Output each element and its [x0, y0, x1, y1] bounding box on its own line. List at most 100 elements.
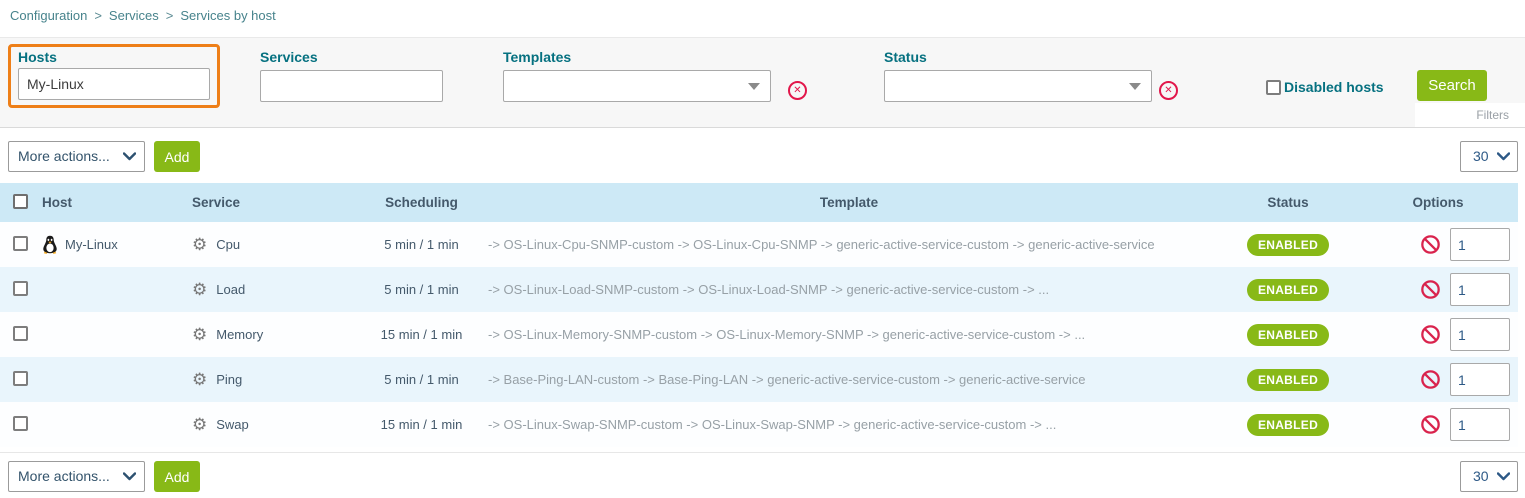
options-cell	[1358, 273, 1518, 306]
hosts-label: Hosts	[18, 49, 57, 65]
scheduling-value: 15 min / 1 min	[380, 417, 463, 432]
templates-filter-group: Templates	[503, 49, 771, 102]
services-input[interactable]	[260, 70, 443, 102]
disabled-hosts-label[interactable]: Disabled hosts	[1284, 79, 1384, 95]
service-name[interactable]: Ping	[216, 372, 243, 387]
header-template[interactable]: Template	[819, 195, 879, 210]
options-count-input[interactable]	[1450, 363, 1510, 396]
header-host[interactable]: Host	[42, 195, 72, 210]
status-label: Status	[884, 49, 927, 65]
disabled-hosts-checkbox[interactable]	[1266, 79, 1281, 95]
breadcrumb-services-by-host: Services by host	[180, 8, 276, 23]
header-scheduling[interactable]: Scheduling	[385, 195, 458, 210]
search-button[interactable]: Search	[1417, 70, 1487, 101]
filters-tab-label: Filters	[1415, 103, 1525, 127]
header-service[interactable]: Service	[192, 195, 241, 210]
services-table: Host Service Scheduling Template Status …	[0, 183, 1518, 447]
service-cell: ⚙ Swap	[188, 416, 363, 433]
chevron-down-icon	[123, 472, 136, 481]
options-count-input[interactable]	[1450, 408, 1510, 441]
select-all-checkbox[interactable]	[13, 193, 28, 209]
bottom-toolbar: More actions... Add 30	[0, 452, 1525, 498]
template-chain: -> OS-Linux-Load-SNMP-custom -> OS-Linux…	[488, 282, 1050, 297]
table-row: ⚙ Load 5 min / 1 min -> OS-Linux-Load-SN…	[0, 267, 1518, 312]
status-badge: ENABLED	[1246, 368, 1330, 391]
page-size-select[interactable]: 30	[1460, 461, 1518, 492]
more-actions-select[interactable]: More actions...	[8, 141, 145, 172]
breadcrumb-separator: >	[94, 8, 102, 23]
templates-label: Templates	[503, 49, 572, 65]
table-row: ⚙ Ping 5 min / 1 min -> Base-Ping-LAN-cu…	[0, 357, 1518, 402]
dropdown-arrow-icon	[1129, 83, 1141, 90]
row-checkbox[interactable]	[13, 370, 28, 386]
table-row: My-Linux ⚙ Cpu 5 min / 1 min -> OS-Linux…	[0, 222, 1518, 267]
linux-penguin-icon	[43, 235, 57, 254]
row-checkbox[interactable]	[13, 235, 28, 251]
status-select[interactable]	[884, 70, 1152, 102]
services-label: Services	[260, 49, 318, 65]
template-chain: -> OS-Linux-Memory-SNMP-custom -> OS-Lin…	[488, 327, 1086, 342]
page-size-select[interactable]: 30	[1460, 141, 1518, 172]
table-row: ⚙ Memory 15 min / 1 min -> OS-Linux-Memo…	[0, 312, 1518, 357]
row-checkbox[interactable]	[13, 415, 28, 431]
gear-icon[interactable]: ⚙	[192, 325, 208, 344]
row-checkbox[interactable]	[13, 325, 28, 341]
breadcrumb-services[interactable]: Services	[108, 8, 159, 23]
host-name[interactable]: My-Linux	[65, 237, 118, 252]
status-badge: ENABLED	[1246, 278, 1330, 301]
gear-icon[interactable]: ⚙	[192, 370, 208, 389]
dropdown-arrow-icon	[748, 83, 760, 90]
templates-clear-icon[interactable]: ✕	[788, 81, 807, 100]
add-button[interactable]: Add	[154, 461, 200, 492]
no-entry-icon[interactable]	[1421, 325, 1440, 344]
breadcrumb-separator: >	[165, 8, 174, 23]
more-actions-label: More actions...	[18, 148, 110, 164]
status-cell: ENABLED	[1218, 233, 1358, 256]
chevron-down-icon	[123, 152, 136, 161]
status-badge: ENABLED	[1246, 323, 1330, 346]
page-size-value: 30	[1473, 468, 1489, 484]
hosts-filter-group: Hosts	[8, 44, 220, 108]
service-name[interactable]: Swap	[216, 417, 249, 432]
status-cell: ENABLED	[1218, 368, 1358, 391]
service-name[interactable]: Cpu	[216, 237, 241, 252]
templates-select[interactable]	[503, 70, 771, 102]
no-entry-icon[interactable]	[1421, 415, 1440, 434]
chevron-down-icon	[1497, 472, 1510, 481]
hosts-input[interactable]	[18, 68, 210, 100]
options-cell	[1358, 228, 1518, 261]
gear-icon[interactable]: ⚙	[192, 235, 208, 254]
service-cell: ⚙ Load	[188, 281, 363, 298]
row-checkbox[interactable]	[13, 280, 28, 296]
service-cell: ⚙ Ping	[188, 371, 363, 388]
header-status[interactable]: Status	[1267, 195, 1309, 210]
options-count-input[interactable]	[1450, 228, 1510, 261]
status-badge: ENABLED	[1246, 233, 1330, 256]
add-button[interactable]: Add	[154, 141, 200, 172]
top-toolbar: More actions... Add 30	[0, 133, 1525, 179]
table-header-row: Host Service Scheduling Template Status …	[0, 183, 1518, 222]
template-chain: -> OS-Linux-Cpu-SNMP-custom -> OS-Linux-…	[488, 237, 1155, 252]
no-entry-icon[interactable]	[1421, 280, 1440, 299]
service-name[interactable]: Memory	[216, 327, 264, 342]
chevron-down-icon	[1497, 152, 1510, 161]
options-cell	[1358, 408, 1518, 441]
template-chain: -> OS-Linux-Swap-SNMP-custom -> OS-Linux…	[488, 417, 1057, 432]
more-actions-select[interactable]: More actions...	[8, 461, 145, 492]
options-count-input[interactable]	[1450, 273, 1510, 306]
no-entry-icon[interactable]	[1421, 235, 1440, 254]
options-count-input[interactable]	[1450, 318, 1510, 351]
breadcrumb: Configuration > Services > Services by host	[0, 0, 1525, 30]
service-cell: ⚙ Cpu	[188, 236, 363, 253]
service-name[interactable]: Load	[216, 282, 246, 297]
no-entry-icon[interactable]	[1421, 370, 1440, 389]
status-cell: ENABLED	[1218, 413, 1358, 436]
gear-icon[interactable]: ⚙	[192, 415, 208, 434]
breadcrumb-configuration[interactable]: Configuration	[10, 8, 88, 23]
status-badge: ENABLED	[1246, 413, 1330, 436]
gear-icon[interactable]: ⚙	[192, 280, 208, 299]
status-clear-icon[interactable]: ✕	[1159, 81, 1178, 100]
template-chain: -> Base-Ping-LAN-custom -> Base-Ping-LAN…	[488, 372, 1086, 387]
header-options[interactable]: Options	[1412, 195, 1464, 210]
